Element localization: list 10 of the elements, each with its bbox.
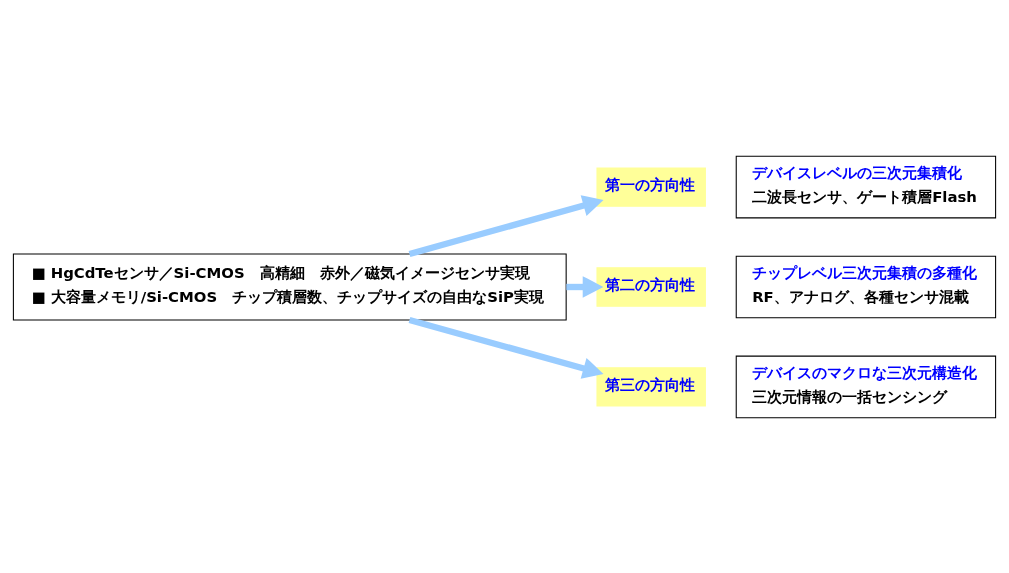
arrow bbox=[408, 316, 604, 379]
node-box: 第二の方向性 bbox=[596, 266, 706, 307]
node-box: 第一の方向性 bbox=[596, 166, 706, 207]
arrow bbox=[566, 275, 604, 298]
node-box: ■ HgCdTeセンサ／Si-CMOS 高精細 赤外／磁気イメージセンサ実現 ■ 大容量メモリ/Si-CMOS チップ積層数、チップサイズの自由なSiP実現 bbox=[12, 253, 567, 320]
node-box: デバイスのマクロな三次元構造化 三次元情報の一括センシング bbox=[735, 355, 997, 418]
node-box: デバイスレベルの三次元集積化 二波長センサ、ゲート積層Flash bbox=[735, 155, 997, 218]
node-box: 第三の方向性 bbox=[596, 366, 706, 407]
node-box: チップレベル三次元集積の多種化 RF、アナログ、各種センサ混載 bbox=[735, 255, 997, 318]
arrow bbox=[408, 194, 604, 257]
